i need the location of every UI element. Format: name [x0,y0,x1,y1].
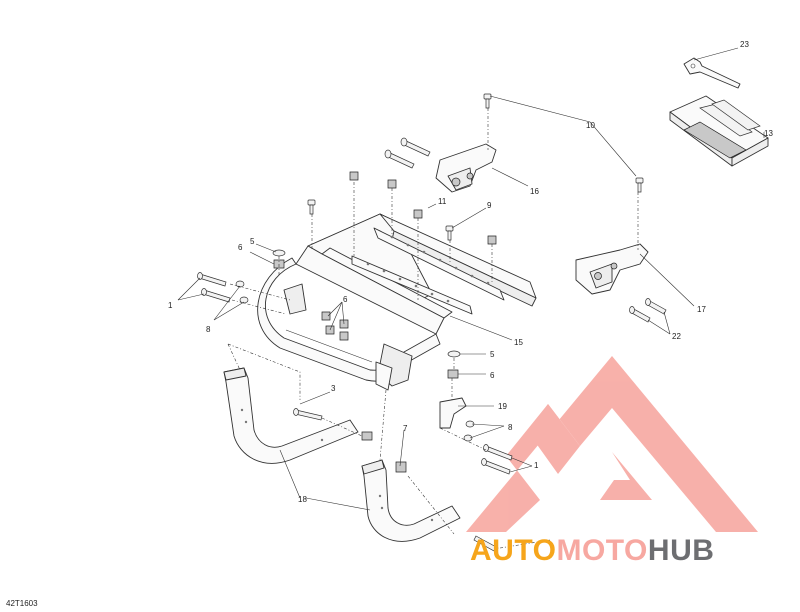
callout-22: 22 [672,332,681,341]
callout-9: 9 [487,201,492,210]
callout-17: 17 [697,305,706,314]
callout-1-right: 1 [534,461,539,470]
callout-6-right: 6 [490,371,495,380]
footrest-18-lower [361,459,461,542]
callout-1-left: 1 [168,301,173,310]
callout-19: 19 [498,402,507,411]
mounting-bracket-16 [435,143,497,193]
callout-23: 23 [740,40,749,49]
footrest-18-upper [223,367,359,464]
watermark-text-moto: MOTO [556,534,648,567]
callout-10: 10 [586,121,595,130]
callout-7: 7 [403,424,408,433]
callout-16: 16 [530,187,539,196]
callout-11: 11 [438,197,447,206]
callout-18: 18 [298,495,307,504]
callout-8-right: 8 [508,423,513,432]
watermark-text-auto: AUTO [470,534,557,567]
callout-15: 15 [514,338,523,347]
callout-3: 3 [331,384,336,393]
watermark-logo-icon [466,356,758,532]
callout-6-upper: 6 [238,243,243,252]
bracket-19 [439,397,467,429]
callout-6-middle: 6 [343,295,348,304]
main-frame-part [257,213,537,391]
mounting-bracket-17 [575,243,649,295]
frame-holes [366,235,490,303]
callout-leaders [177,47,765,511]
watermark-brand-text: AUTOMOTOHUB [470,534,714,568]
callout-5-upper: 5 [250,237,255,246]
hardware-parts [197,93,667,553]
tool-kit-13-icon [669,95,769,167]
drawing-reference: 42T1603 [6,599,38,608]
callout-8-left: 8 [206,325,211,334]
wrench-23-icon [683,57,741,89]
watermark-text-hub: HUB [647,534,715,567]
callout-labels: 23 13 10 16 11 9 5 6 1 8 6 15 5 6 3 19 8… [168,40,773,504]
callout-5-right: 5 [490,350,495,359]
assembly-center-lines [227,108,639,549]
callout-13: 13 [764,129,773,138]
